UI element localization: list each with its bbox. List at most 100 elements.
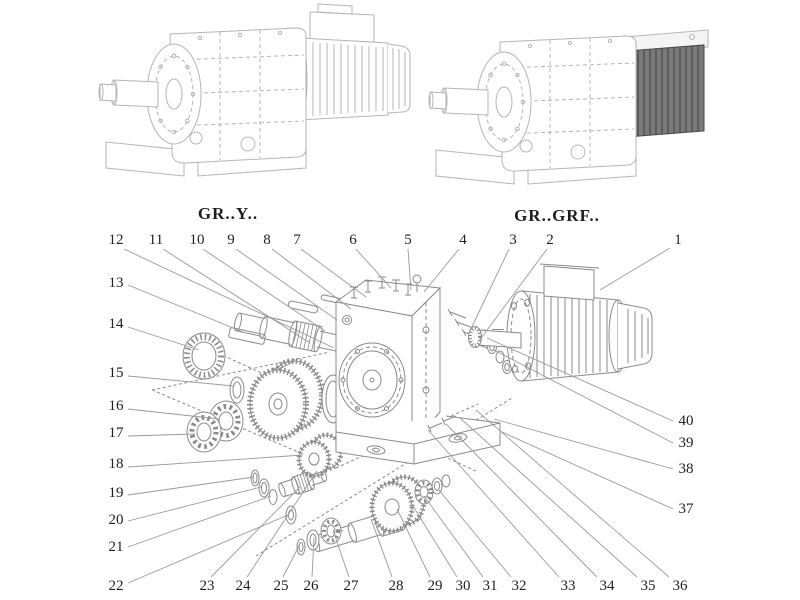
leader-line-24 [246,470,318,578]
part-number-30: 30 [456,578,471,594]
leader-line-1 [599,247,671,291]
part-number-26: 26 [304,578,320,594]
part-number-15: 15 [109,365,124,381]
part-number-28: 28 [389,578,404,594]
washer-set-upper [250,469,297,525]
washer-set-lower [296,517,342,556]
part-number-40: 40 [679,413,694,429]
leader-line-37 [501,431,674,510]
part-number-37: 37 [679,501,695,517]
leader-line-14 [127,326,200,351]
leader-line-12 [123,248,335,349]
leader-line-22 [127,514,289,584]
leader-line-13 [127,284,244,333]
part-number-27: 27 [344,578,360,594]
leader-line-16 [127,408,220,420]
part-number-17: 17 [109,425,125,441]
leader-line-5 [407,248,412,291]
leader-line-25 [282,543,301,578]
part-number-1: 1 [674,232,682,248]
motor-iso [292,3,411,121]
retaining-ring [229,376,245,404]
foot-bolts [427,415,457,433]
leader-line-38 [493,418,674,470]
bearing-pair [186,400,244,453]
part-number-4: 4 [459,232,467,248]
motor-exploded [468,263,653,382]
part-number-8: 8 [263,232,271,248]
assembled-view-gr-y [98,3,411,177]
leader-line-31 [423,495,484,578]
gearbox-iso-right [428,35,637,185]
leader-line-19 [127,476,255,496]
cover-plate [228,327,266,345]
output-bearing-circlips [414,474,451,505]
leader-line-33 [427,429,560,578]
leader-line-4 [423,248,460,293]
part-number-29: 29 [428,578,443,594]
leader-line-3 [468,248,510,334]
part-number-23: 23 [200,578,215,594]
leader-line-30 [410,502,458,578]
part-number-39: 39 [679,435,694,451]
leader-line-27 [332,529,350,578]
part-number-36: 36 [673,578,689,594]
part-number-34: 34 [600,578,616,594]
leader-line-35 [459,417,638,578]
part-number-3: 3 [509,232,517,248]
part-number-21: 21 [109,539,124,555]
leader-line-9 [235,248,338,321]
bearing-ring [182,332,226,380]
part-number-19: 19 [109,485,124,501]
variant-label-gr-grf: GR..GRF.. [514,206,600,225]
leader-line-26 [311,537,315,578]
leader-line-36 [475,409,670,578]
leader-line-2 [478,248,548,342]
part-number-31: 31 [483,578,498,594]
part-number-10: 10 [190,232,205,248]
leader-line-39 [493,349,674,444]
gearbox-iso-left [98,27,307,177]
leader-line-34 [445,423,598,578]
part-number-33: 33 [561,578,576,594]
part-number-32: 32 [512,578,527,594]
part-number-38: 38 [679,461,694,477]
assembled-view-gr-grf [428,29,709,185]
leader-line-11 [162,248,311,344]
part-number-2: 2 [546,232,554,248]
part-number-22: 22 [109,578,124,594]
variant-label-gr-y: GR..Y.. [198,204,258,223]
leader-line-6 [355,248,392,289]
leader-line-23 [210,486,301,578]
leader-line-32 [437,488,512,578]
leader-line-7 [300,248,367,298]
leader-line-18 [127,454,304,468]
leader-line-40 [486,337,674,422]
part-number-20: 20 [109,512,124,528]
part-number-24: 24 [236,578,252,594]
motor-shaft [477,329,522,349]
housing-top-bolts [350,274,422,299]
intermediate-gear [296,432,344,479]
leader-line-21 [127,495,272,548]
part-number-35: 35 [641,578,656,594]
large-gear [247,358,325,441]
leader-line-20 [127,486,262,522]
gear-housing [334,274,501,465]
part-number-13: 13 [109,275,124,291]
part-number-18: 18 [109,456,124,472]
exploded-view [151,263,653,557]
part-number-7: 7 [293,232,301,248]
assembly-axis-lines [151,343,513,557]
part-number-14: 14 [109,316,125,332]
leader-line-10 [202,248,326,332]
leader-line-29 [396,508,431,578]
part-number-9: 9 [227,232,235,248]
leader-line-15 [127,375,235,387]
part-number-5: 5 [404,232,412,248]
part-number-11: 11 [149,232,163,248]
part-number-12: 12 [109,232,124,248]
